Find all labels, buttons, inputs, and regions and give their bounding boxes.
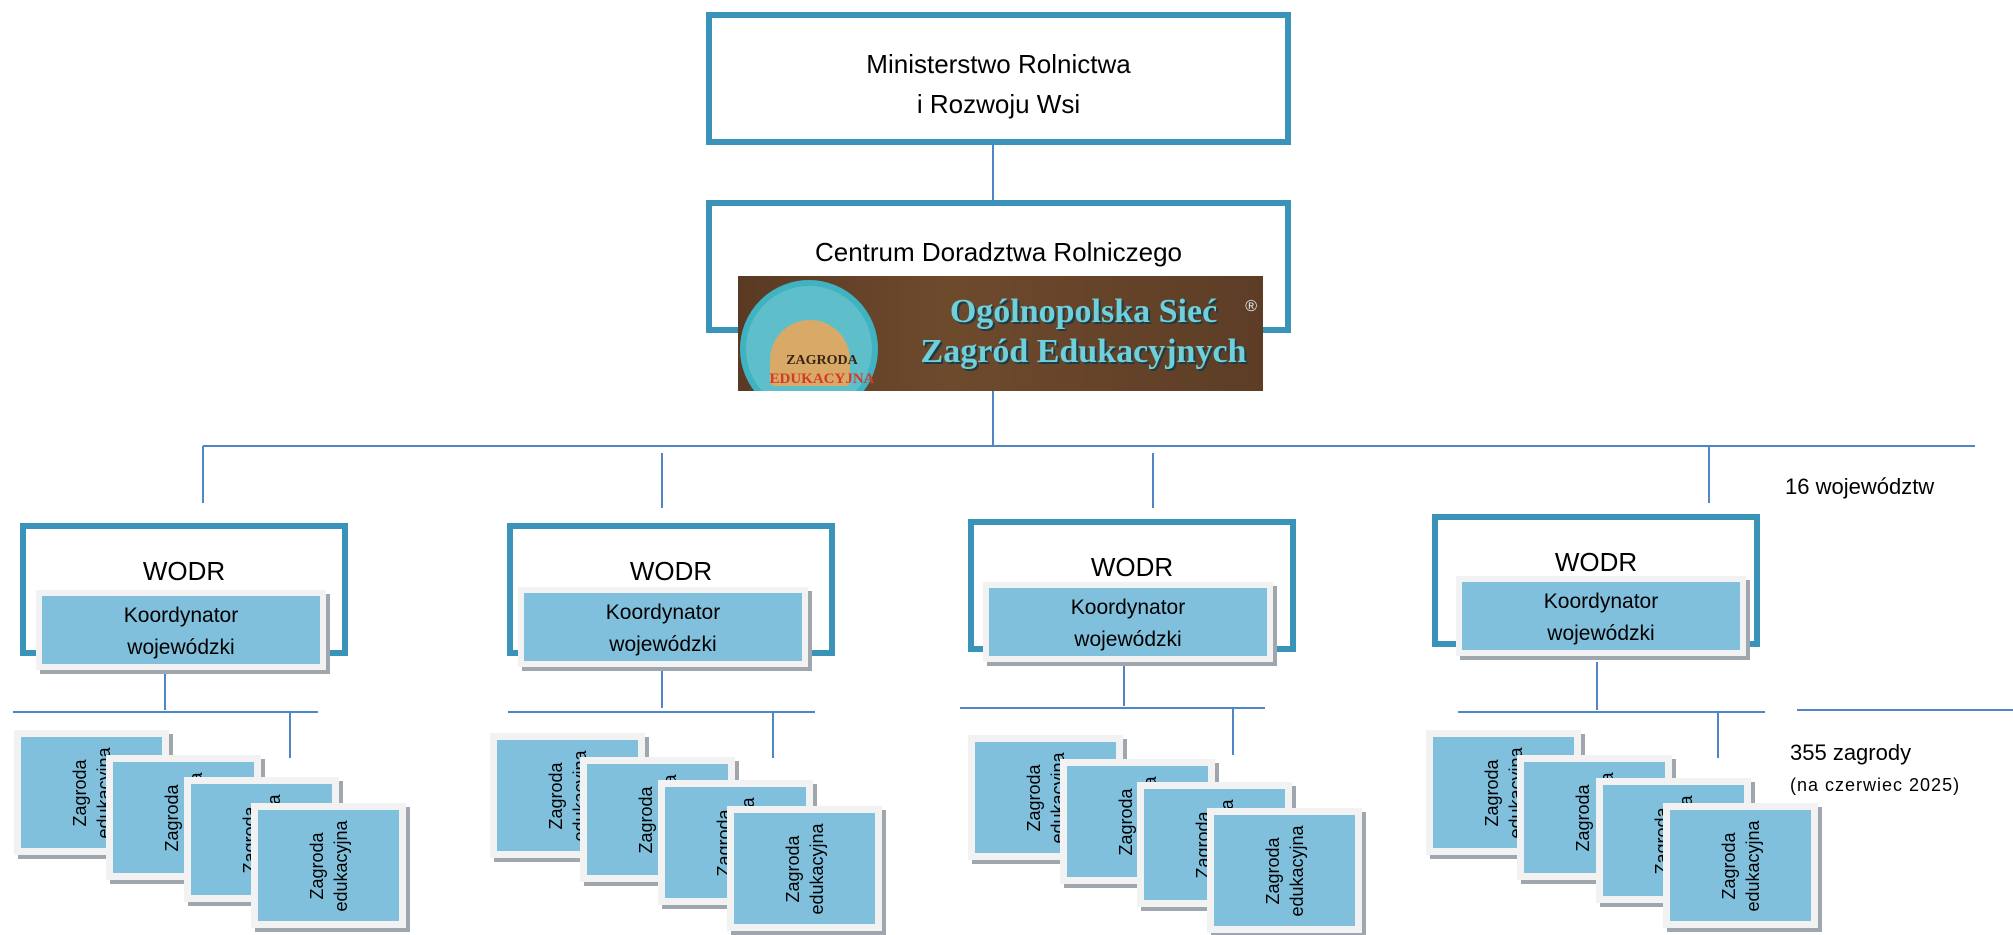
voivodeships-note: 16 województw xyxy=(1785,474,1935,499)
logo-title: Ogólnopolska Sieć Zagród Edukacyjnych xyxy=(906,292,1261,372)
registered-mark: ® xyxy=(1245,298,1257,315)
coordinator-box: Koordynator wojewódzki xyxy=(518,587,808,667)
coordinator-box: Koordynator wojewódzki xyxy=(983,582,1273,662)
coordinator-box: Koordynator wojewódzki xyxy=(36,590,326,670)
center-title: Centrum Doradztwa Rolniczego xyxy=(814,237,1183,267)
logo-title-line1: Ogólnopolska Sieć xyxy=(949,293,1218,330)
farm-emblem-icon xyxy=(740,280,878,391)
coordinator-box: Koordynator wojewódzki xyxy=(1456,576,1746,656)
ministry-name-line1: Ministerstwo Rolnictwa xyxy=(866,49,1131,79)
network-logo: ZAGRODA EDUKACYJNA Ogólnopolska Sieć Zag… xyxy=(738,276,1263,391)
ministry-name-line2: i Rozwoju Wsi xyxy=(916,89,1081,119)
wodr-label: WODR xyxy=(1554,547,1638,577)
emblem-text: ZAGRODA EDUKACYJNA xyxy=(769,353,875,387)
as-of-date-note: (na czerwiec 2025) xyxy=(1790,775,1961,795)
wodr-label: WODR xyxy=(1090,552,1174,582)
farms-count-note: 355 zagrody xyxy=(1790,740,1912,765)
wodr-label: WODR xyxy=(629,556,713,586)
ministry-box: Ministerstwo Rolnictwa i Rozwoju Wsi xyxy=(706,12,1291,145)
wodr-label: WODR xyxy=(142,556,226,586)
logo-title-line2: Zagród Edukacyjnych xyxy=(920,333,1247,370)
